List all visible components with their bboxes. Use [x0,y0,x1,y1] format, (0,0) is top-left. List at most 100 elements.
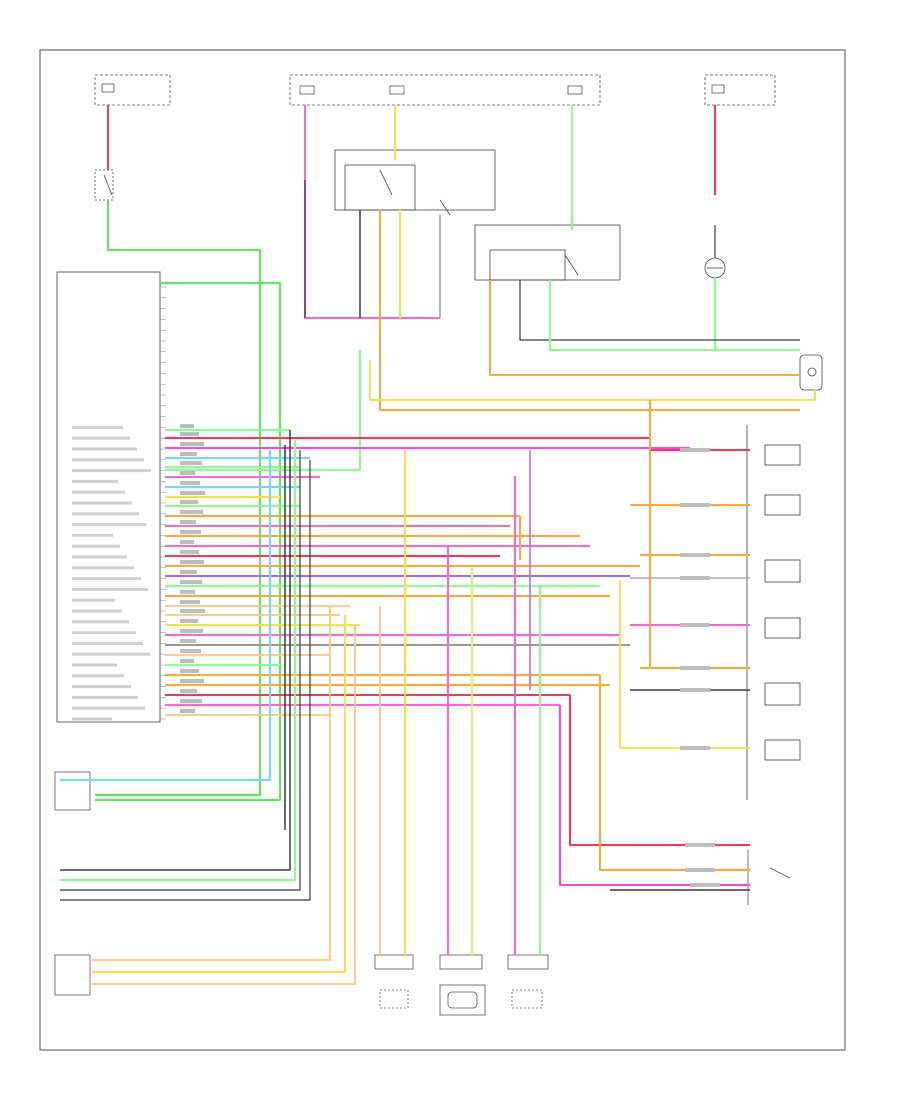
wire-label-stub [180,491,205,495]
valve-wire-label-stub [685,843,715,847]
wire-label-stub [180,709,195,713]
pin-label-stub [72,479,118,483]
relay-pump [474,224,621,281]
wire-label-stub [180,500,198,504]
wire-brake-switch-output [95,200,261,796]
pin-label-stub [72,490,125,494]
wire-label-stub [180,432,199,436]
valve-wire-label-stub [680,576,710,580]
pin-label-stub [72,425,123,429]
wire-diag-4 [60,460,311,901]
wire-diag-1 [60,430,291,871]
pin-label-stub [72,577,141,581]
wire-label-stub [180,550,199,554]
wire-diag-2 [60,440,296,881]
wire-label-stub [180,619,198,623]
pin-label-stub [72,631,136,635]
wire-label-stub [180,481,200,485]
wire-label-stub [180,659,194,663]
wire-label-stub [180,679,204,683]
speed-sensor-module [54,954,91,996]
pin-label-stub [72,436,130,440]
wire-label-stub [180,669,199,673]
wire-diag-3 [60,450,301,891]
wire-lamp-return [165,350,361,471]
valve-block [746,425,801,800]
right-front-sensor [439,954,486,1016]
brake-switch [94,169,114,201]
left-front-sensor [374,954,414,1009]
relay-main [334,149,496,216]
valve-wire-label-stub [685,868,715,872]
rear-axle-sensor [507,954,549,1009]
pin-label-stub [72,555,127,559]
wire-label-stub [180,580,202,584]
wire-label-stub [180,452,197,456]
wire-label-stub [180,560,204,564]
wire-label-stub [180,471,195,475]
pin-label-stub [72,458,144,462]
wire-label-stub [180,609,205,613]
wire-label-stub [180,442,204,446]
wire-label-stub [180,540,194,544]
abs-module-pins [72,286,166,721]
wire-relay-orange [379,210,800,411]
diag-connector [54,771,91,811]
warning-lamp [799,354,823,391]
pin-label-stub [72,533,113,537]
pin-label-stub [72,512,139,516]
wire-label-stub [180,689,197,693]
wire-lamp-feed [369,360,816,401]
pin-label-stub [72,447,137,451]
pin-label-stub [72,620,129,624]
pin-label-stub [72,501,132,505]
wire-label-stub [180,510,203,514]
pin-label-stub [72,641,143,645]
pin-label-stub [72,685,131,689]
pin-label-stub [72,587,148,591]
wire-label-stubs [180,424,720,887]
wire-label-stub [180,461,202,465]
fuse-box-right [704,74,776,106]
pin-label-stub [72,652,150,656]
wire-speed-1 [92,606,331,961]
pin-label-stub [72,469,151,473]
wire-pump-relay-green [549,280,800,351]
ground-point [747,850,791,905]
wire-ground-magenta [559,705,750,886]
valve-wire-label-stub [680,666,710,670]
wire-label-stub [180,629,203,633]
valve-wire-label-stub [680,448,710,452]
pin-label-stub [72,695,138,699]
valve-wire-label-stub [680,688,710,692]
pin-label-stub [72,706,145,710]
wire-pump-relay-ground [519,280,800,341]
pin-label-stub [72,544,120,548]
diagram-frame [39,49,846,1051]
wire-ground-orange [599,675,750,871]
pin-label-stub [72,609,122,613]
wire-label-stub [180,699,202,703]
wire-label-stub [180,424,194,428]
wire-label-stub [180,649,201,653]
pin-label-stub [72,674,124,678]
wire-label-stub [180,590,195,594]
pump-motor [704,257,726,279]
wire-module-power-a [95,282,281,801]
wire-label-stub [180,570,197,574]
pin-label-stub [72,523,146,527]
wire-label-stub [180,600,200,604]
valve-wire-label-stub [680,746,710,750]
pin-label-stub [72,663,117,667]
abs-module [56,271,161,723]
wire-label-stub [180,520,196,524]
wire-label-stub [180,530,201,534]
wire-speed-3 [92,625,356,985]
fuse-box-left [94,74,171,106]
wire-ground-red [569,695,750,846]
fuse-box-center [289,74,601,106]
wire-label-stub [180,639,196,643]
pin-label-stub [72,598,115,602]
wire-pump-relay-out [489,280,800,376]
